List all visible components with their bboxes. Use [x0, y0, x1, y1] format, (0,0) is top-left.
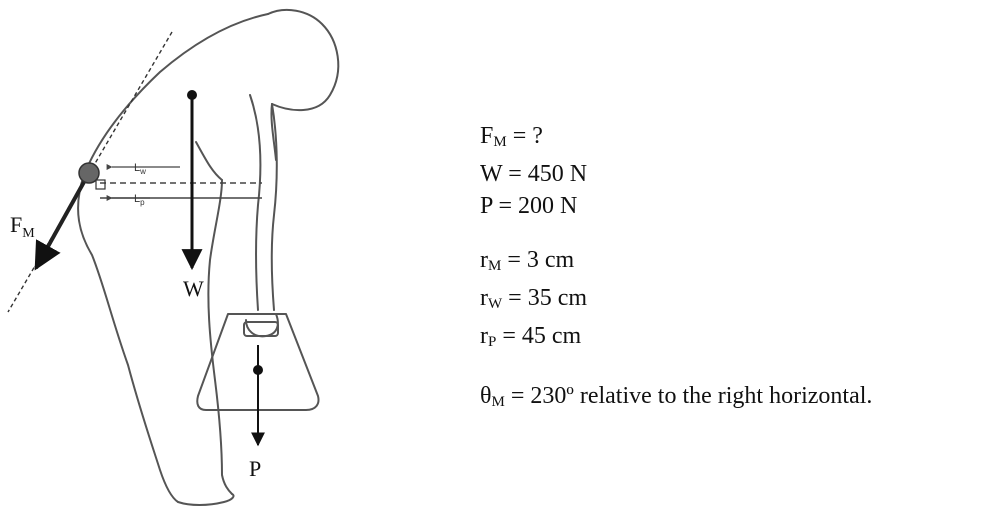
lw-label: Lw [134, 162, 146, 176]
lp-label: Lp [134, 193, 145, 207]
person-outline [77, 8, 340, 506]
right-angle-marker [95, 179, 106, 190]
muscle-force-arrow [34, 172, 91, 271]
rw-given: rW = 35 cm [480, 285, 588, 312]
rm-given: rM = 3 cm [480, 247, 575, 274]
p-label: P [249, 456, 261, 481]
w-given: W = 450 N [480, 161, 588, 187]
p-given: P = 200 N [480, 193, 578, 219]
carried-bag [196, 313, 320, 411]
theta-given: θM = 230º relative to the right horizont… [480, 383, 873, 410]
fm-label: FM [10, 212, 35, 241]
given-values: FM = ? W = 450 N P = 200 N rM = 3 cm rW … [480, 120, 872, 418]
free-body-diagram: FM W P Lw Lp [7, 8, 340, 506]
lever-arm-lines [100, 164, 262, 201]
rp-given: rP = 45 cm [480, 323, 582, 350]
fm-given: FM = ? [480, 123, 543, 150]
joint-pivot [78, 162, 100, 184]
w-label: W [183, 276, 204, 301]
